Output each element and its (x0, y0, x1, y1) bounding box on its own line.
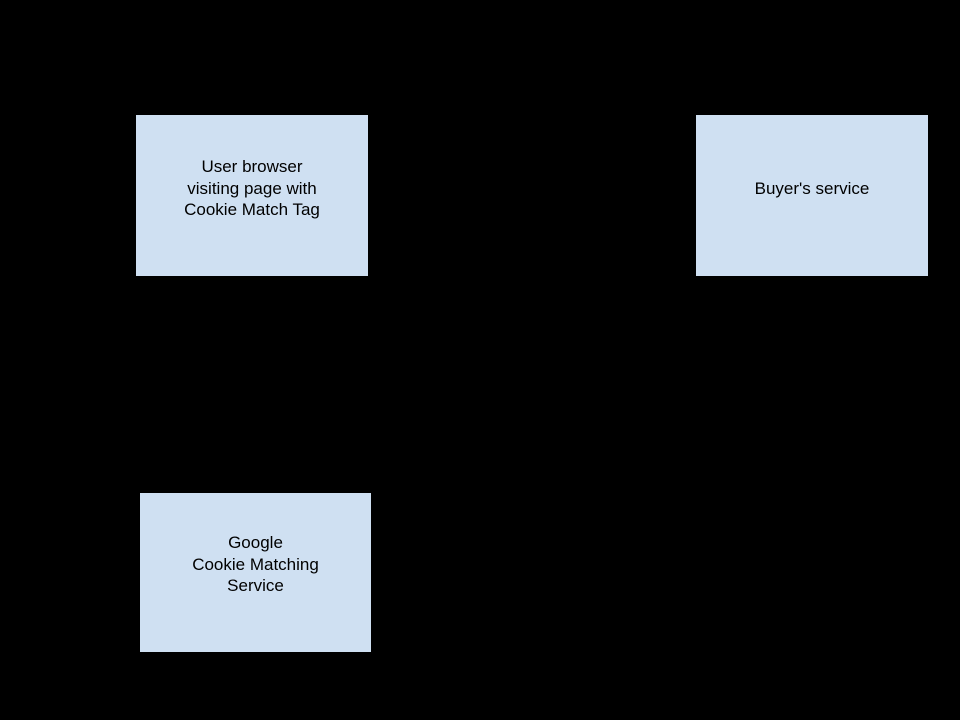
node-user-browser-label: User browser visiting page with Cookie M… (184, 157, 320, 219)
node-google-cookie-matching-service-label: Google Cookie Matching Service (192, 533, 319, 595)
node-user-browser[interactable]: User browser visiting page with Cookie M… (136, 115, 368, 276)
node-google-cookie-matching-service[interactable]: Google Cookie Matching Service (140, 493, 371, 652)
node-buyers-service[interactable]: Buyer's service (696, 115, 928, 276)
node-buyers-service-label: Buyer's service (754, 179, 870, 198)
